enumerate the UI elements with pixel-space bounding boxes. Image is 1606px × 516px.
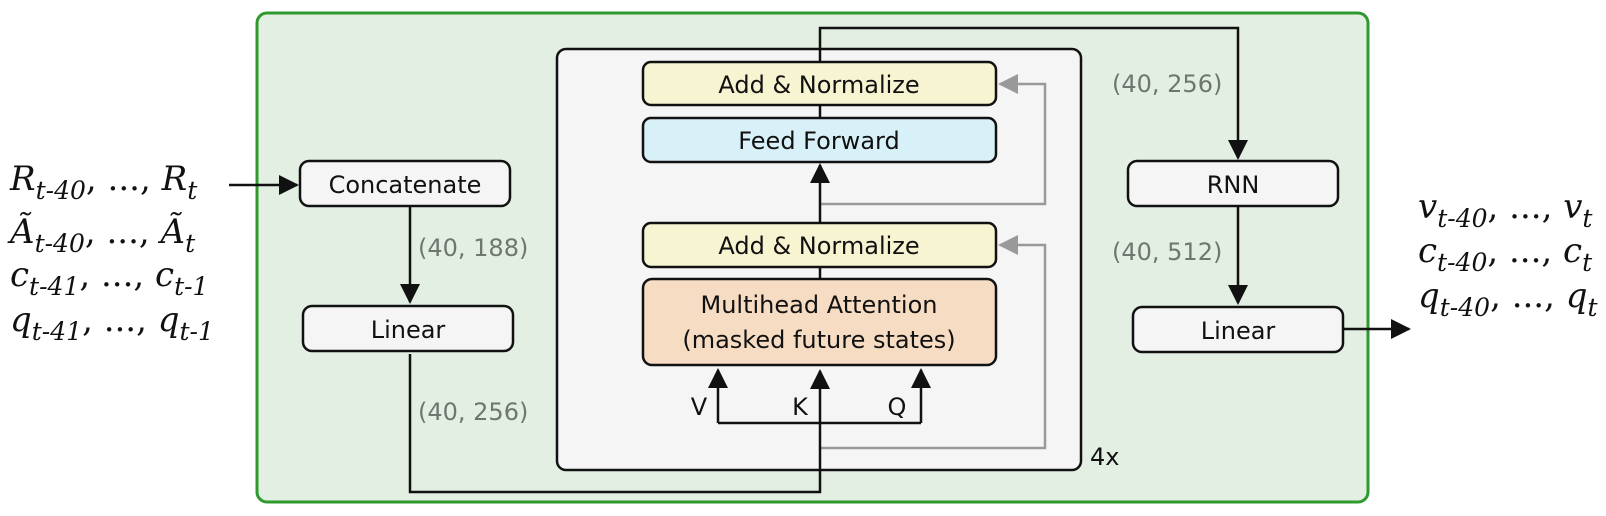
- linear-to-transformer-line: [408, 354, 830, 494]
- concatenate-box: Concatenate: [298, 159, 512, 208]
- output-symbol: q: [1418, 276, 1440, 316]
- input-subscript-end: t-1: [180, 317, 214, 346]
- add-normalize-bottom-box: Add & Normalize: [641, 221, 998, 269]
- input-subscript: t-41: [32, 317, 82, 346]
- output-line: vt-40, ..., vt: [1418, 187, 1593, 233]
- output-subscript: t-40: [1437, 248, 1487, 277]
- input-line: ct-41, ..., ct-1: [10, 255, 208, 301]
- q-label: Q: [888, 393, 907, 421]
- output-symbol-end: c: [1563, 231, 1582, 271]
- input-variables: Rt-40, ..., Rt Ãt-40, ..., Ãt ct-41, ...…: [7, 159, 214, 346]
- input-subscript-end: t: [185, 229, 196, 258]
- dim-after-linear: (40, 256): [418, 398, 528, 426]
- input-symbol-end: q: [158, 300, 180, 340]
- output-variables: vt-40, ..., vt ct-40, ..., ct qt-40, ...…: [1418, 187, 1599, 322]
- flow-lines: [229, 26, 1411, 494]
- dim-after-concat: (40, 188): [418, 234, 528, 262]
- input-subscript: t-40: [36, 176, 86, 205]
- rnn-label: RNN: [1207, 171, 1260, 199]
- input-symbol-end: Ã: [158, 212, 186, 252]
- input-symbol: q: [10, 300, 32, 340]
- feed-forward-box: Feed Forward: [641, 116, 998, 164]
- output-line: qt-40, ..., qt: [1418, 276, 1599, 322]
- linear-output-label: Linear: [1201, 317, 1276, 345]
- output-symbol: c: [1418, 231, 1437, 271]
- input-separator: , ...,: [85, 212, 161, 252]
- input-separator: , ...,: [82, 300, 158, 340]
- input-subscript: t-40: [35, 229, 85, 258]
- output-symbol-end: q: [1566, 276, 1588, 316]
- transformer-to-rnn-line: [818, 26, 1248, 160]
- input-symbol: R: [9, 159, 36, 199]
- input-separator: , ...,: [79, 255, 155, 295]
- linear-input-box: Linear: [301, 304, 515, 353]
- dim-after-rnn: (40, 512): [1112, 238, 1222, 266]
- output-symbol: v: [1418, 187, 1437, 227]
- input-symbol: c: [10, 255, 29, 295]
- output-symbol-end: v: [1563, 187, 1582, 227]
- input-symbol-end: R: [161, 159, 188, 199]
- v-label: V: [691, 393, 708, 421]
- input-subscript-end: t-1: [174, 272, 208, 301]
- add-normalize-bottom-label: Add & Normalize: [718, 232, 919, 260]
- multihead-attention-label: Multihead Attention: [701, 291, 938, 319]
- input-symbol-end: c: [155, 255, 174, 295]
- output-subscript-end: t: [1582, 204, 1593, 233]
- residual-line-ff: [820, 74, 1047, 206]
- rnn-box: RNN: [1126, 159, 1340, 208]
- output-line: ct-40, ..., ct: [1418, 231, 1593, 277]
- input-line: qt-41, ..., qt-1: [10, 300, 214, 346]
- feed-forward-label: Feed Forward: [738, 127, 899, 155]
- input-line: Rt-40, ..., Rt: [9, 159, 198, 205]
- input-subscript-end: t: [187, 176, 198, 205]
- output-subscript: t-40: [1440, 293, 1490, 322]
- dim-transformer-out: (40, 256): [1112, 70, 1222, 98]
- output-subscript-end: t: [1588, 293, 1599, 322]
- residual-line-attn: [820, 235, 1047, 450]
- add-normalize-top-label: Add & Normalize: [718, 71, 919, 99]
- output-separator: , ...,: [1487, 231, 1563, 271]
- output-separator: , ...,: [1490, 276, 1566, 316]
- masked-future-states-label: (masked future states): [682, 326, 955, 354]
- output-subscript-end: t: [1582, 248, 1593, 277]
- k-label: K: [792, 393, 809, 421]
- repeat-count-label: 4x: [1090, 443, 1119, 471]
- output-separator: , ...,: [1488, 187, 1564, 227]
- input-subscript: t-41: [29, 272, 79, 301]
- residual-connections: [820, 74, 1047, 450]
- linear-output-box: Linear: [1131, 305, 1345, 354]
- output-subscript: t-40: [1437, 204, 1487, 233]
- concatenate-label: Concatenate: [329, 171, 482, 199]
- input-separator: , ...,: [86, 159, 162, 199]
- add-normalize-top-box: Add & Normalize: [641, 60, 998, 107]
- multihead-attention-box: Multihead Attention (masked future state…: [641, 277, 998, 367]
- input-line: Ãt-40, ..., Ãt: [7, 212, 196, 258]
- linear-input-label: Linear: [371, 316, 446, 344]
- input-symbol: Ã: [7, 212, 35, 252]
